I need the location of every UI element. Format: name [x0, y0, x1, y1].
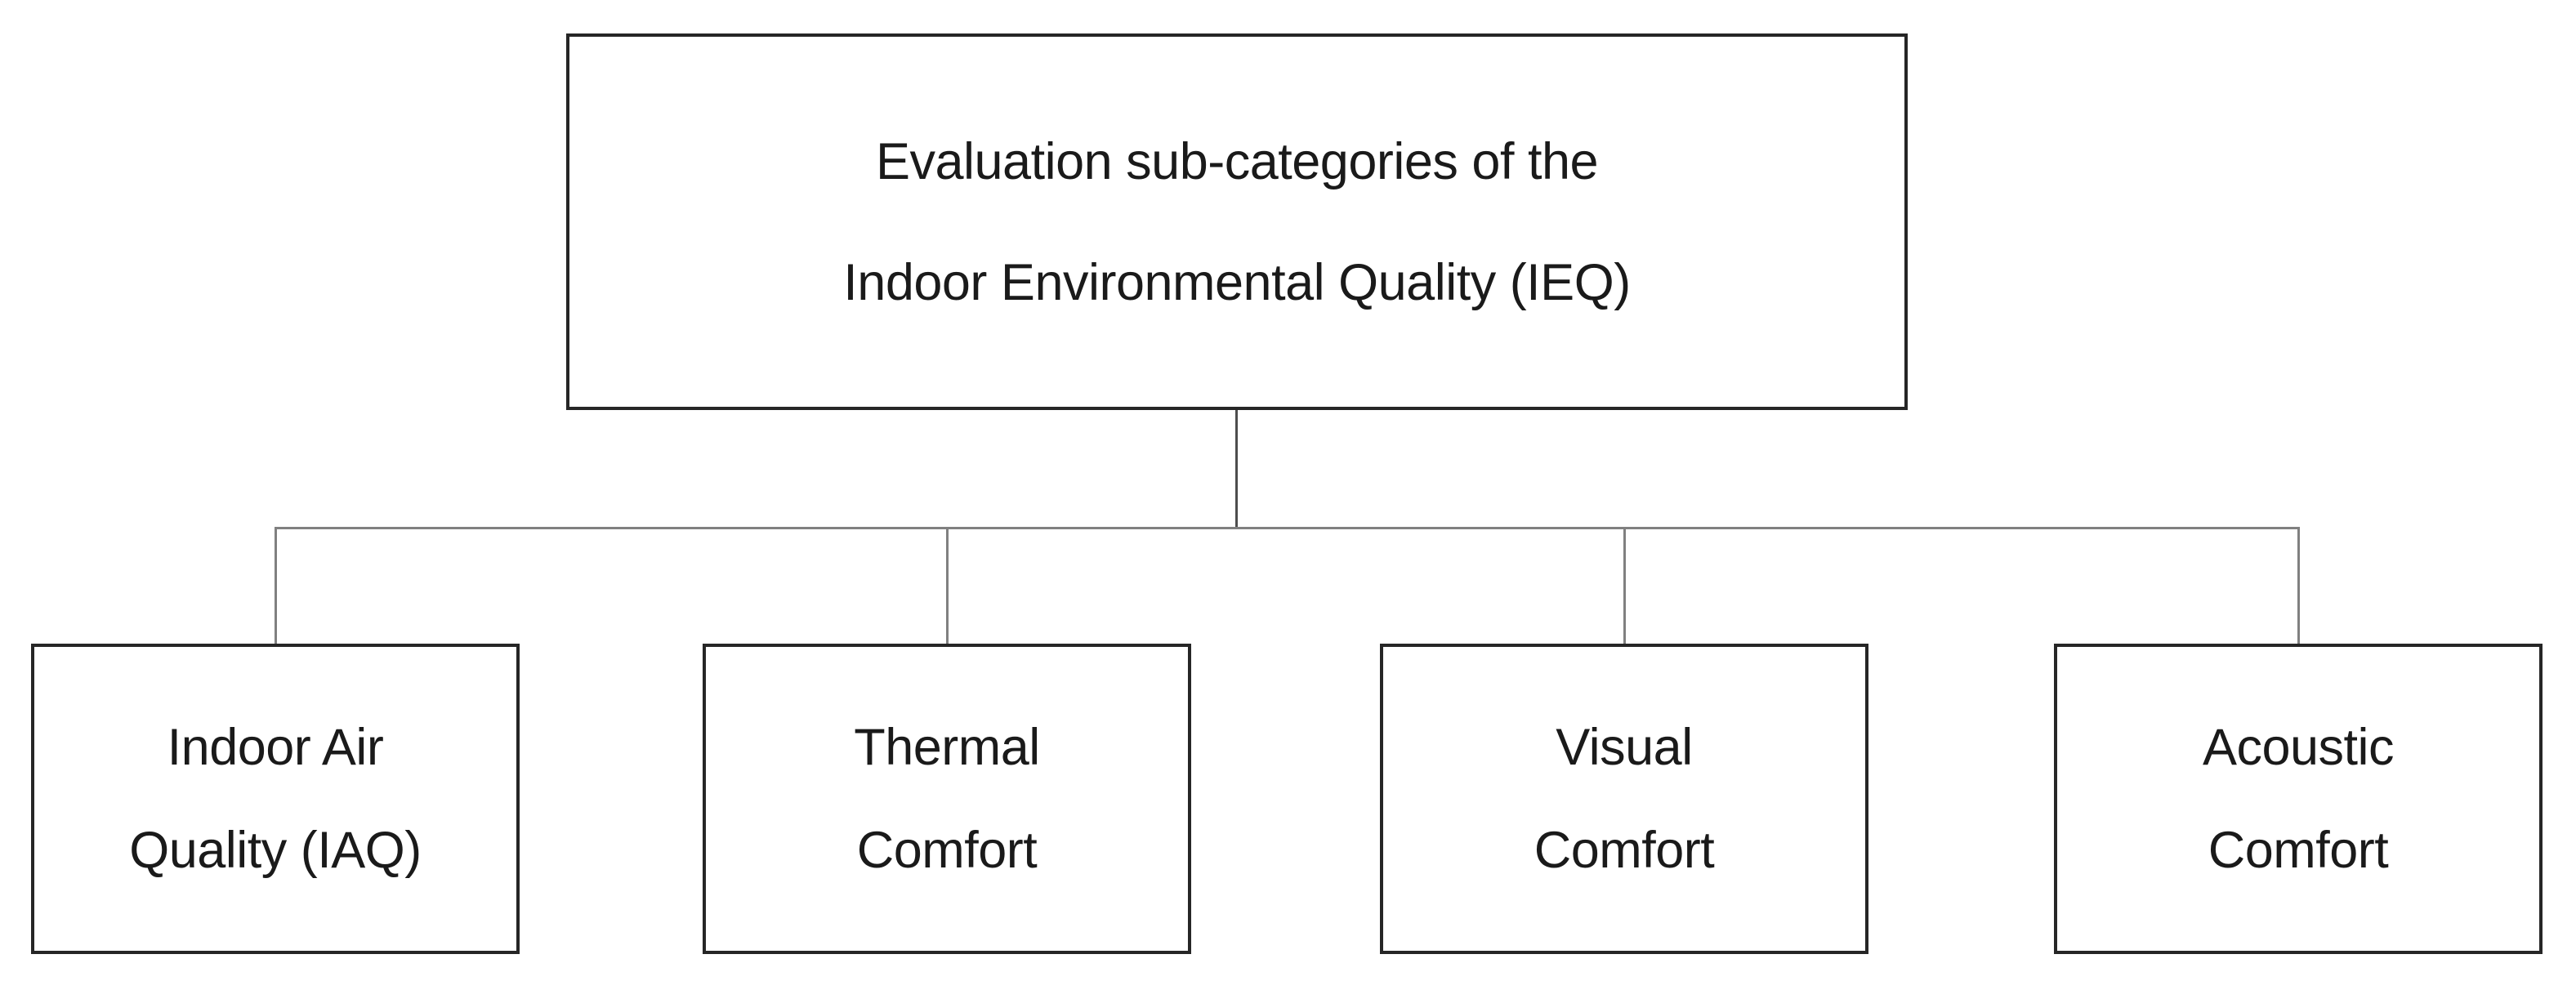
- node-label-line1: Thermal: [854, 719, 1040, 776]
- node-label-line2: Comfort: [856, 822, 1038, 879]
- node-acoustic-comfort: Acoustic Comfort: [2054, 644, 2543, 954]
- connector-drop-acoustic-comfort: [2297, 527, 2300, 644]
- connector-rail: [275, 527, 2300, 529]
- node-ieq-root: Evaluation sub-categories of the Indoor …: [566, 33, 1908, 410]
- node-indoor-air-quality: Indoor Air Quality (IAQ): [31, 644, 520, 954]
- node-visual-comfort: Visual Comfort: [1380, 644, 1868, 954]
- connector-stem: [1235, 410, 1238, 527]
- node-label-line1: Visual: [1556, 719, 1693, 776]
- node-label-line2: Comfort: [1534, 822, 1715, 879]
- connector-drop-thermal-comfort: [946, 527, 949, 644]
- connector-drop-indoor-air-quality: [275, 527, 277, 644]
- node-label-line1: Indoor Air: [167, 719, 384, 776]
- node-label-line2: Comfort: [2208, 822, 2389, 879]
- node-label-line2: Quality (IAQ): [129, 822, 422, 879]
- root-label-line1: Evaluation sub-categories of the: [875, 132, 1599, 190]
- root-label-line2: Indoor Environmental Quality (IEQ): [843, 253, 1631, 311]
- connector-drop-visual-comfort: [1623, 527, 1626, 644]
- node-label-line1: Acoustic: [2202, 719, 2395, 776]
- node-thermal-comfort: Thermal Comfort: [703, 644, 1191, 954]
